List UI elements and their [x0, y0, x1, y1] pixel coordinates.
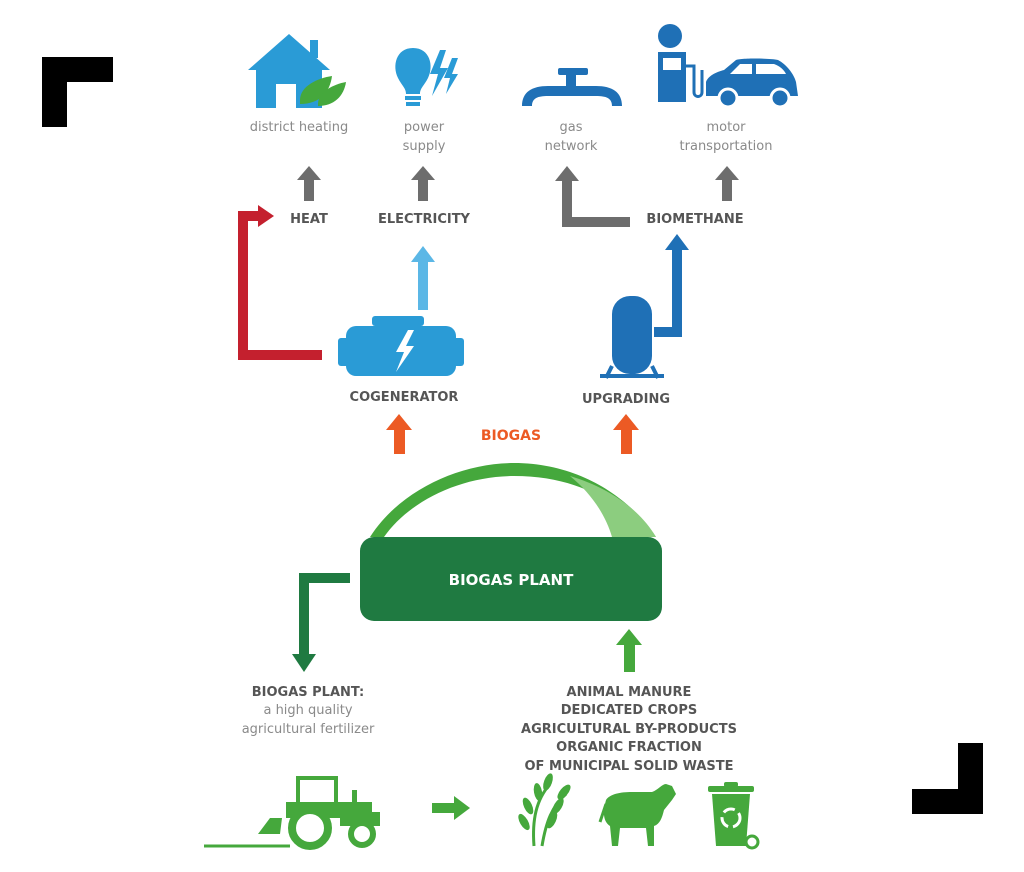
arrow-heat-to-district-heating — [297, 166, 321, 201]
label-heat: HEAT — [290, 212, 328, 227]
arrow-cogenerator-to-electricity — [411, 246, 435, 310]
label-district-heating: district heating — [250, 120, 348, 135]
bulb-bolt-icon — [395, 48, 458, 106]
gas-pipe-valve-icon — [522, 68, 622, 106]
biogas-plant-dome — [370, 463, 656, 537]
label-fertilizer-line-2: agricultural fertilizer — [242, 722, 375, 737]
label-motor: motor — [706, 120, 746, 135]
arrow-biomethane-to-gas-network — [555, 166, 630, 227]
arrow-plant-to-fertilizer — [292, 573, 350, 672]
label-electricity: ELECTRICITY — [378, 212, 471, 227]
label-biogas: BIOGAS — [481, 428, 541, 444]
corner-bracket-icon — [912, 743, 983, 814]
arrow-cogenerator-to-heat — [238, 205, 322, 360]
label-fertilizer-title: BIOGAS PLANT: — [252, 685, 365, 700]
label-gas: gas — [560, 120, 583, 135]
upgrading-tank-icon — [600, 296, 664, 379]
feedstock-item: AGRICULTURAL BY-PRODUCTS — [521, 722, 737, 737]
fuel-pump-icon — [658, 24, 704, 102]
label-biomethane: BIOMETHANE — [646, 212, 743, 227]
feedstock-item: DEDICATED CROPS — [561, 703, 697, 718]
arrow-electricity-to-power-supply — [411, 166, 435, 201]
arrow-biomethane-to-motor — [715, 166, 739, 201]
corner-bracket-icon — [42, 57, 113, 127]
arrow-feedstock-to-plant — [616, 629, 642, 672]
feedstock-item: OF MUNICIPAL SOLID WASTE — [524, 759, 733, 774]
label-upgrading: UPGRADING — [582, 392, 670, 407]
car-icon — [706, 58, 798, 109]
cogenerator-icon — [338, 316, 464, 376]
label-cogenerator: COGENERATOR — [350, 390, 459, 405]
arrow-tractor-to-feedstock — [432, 796, 470, 820]
arrow-plant-to-upgrading — [613, 414, 639, 454]
feedstock-item: ANIMAL MANURE — [567, 685, 692, 700]
arrow-upgrading-to-biomethane — [654, 234, 689, 337]
label-transportation: transportation — [680, 139, 773, 154]
recycle-bin-icon — [708, 782, 760, 850]
feedstock-item: ORGANIC FRACTION — [556, 740, 702, 755]
label-network: network — [545, 139, 598, 154]
biogas-plant-tank — [360, 537, 662, 621]
label-power: power — [404, 120, 445, 135]
wheat-icon — [518, 773, 571, 847]
arrow-plant-to-cogenerator — [386, 414, 412, 454]
cow-icon — [598, 784, 676, 846]
label-supply: supply — [403, 139, 446, 154]
tractor-icon — [204, 776, 380, 850]
house-leaf-icon — [248, 34, 346, 108]
label-fertilizer-line-1: a high quality — [263, 703, 352, 718]
label-biogas-plant: BIOGAS PLANT — [449, 571, 574, 589]
